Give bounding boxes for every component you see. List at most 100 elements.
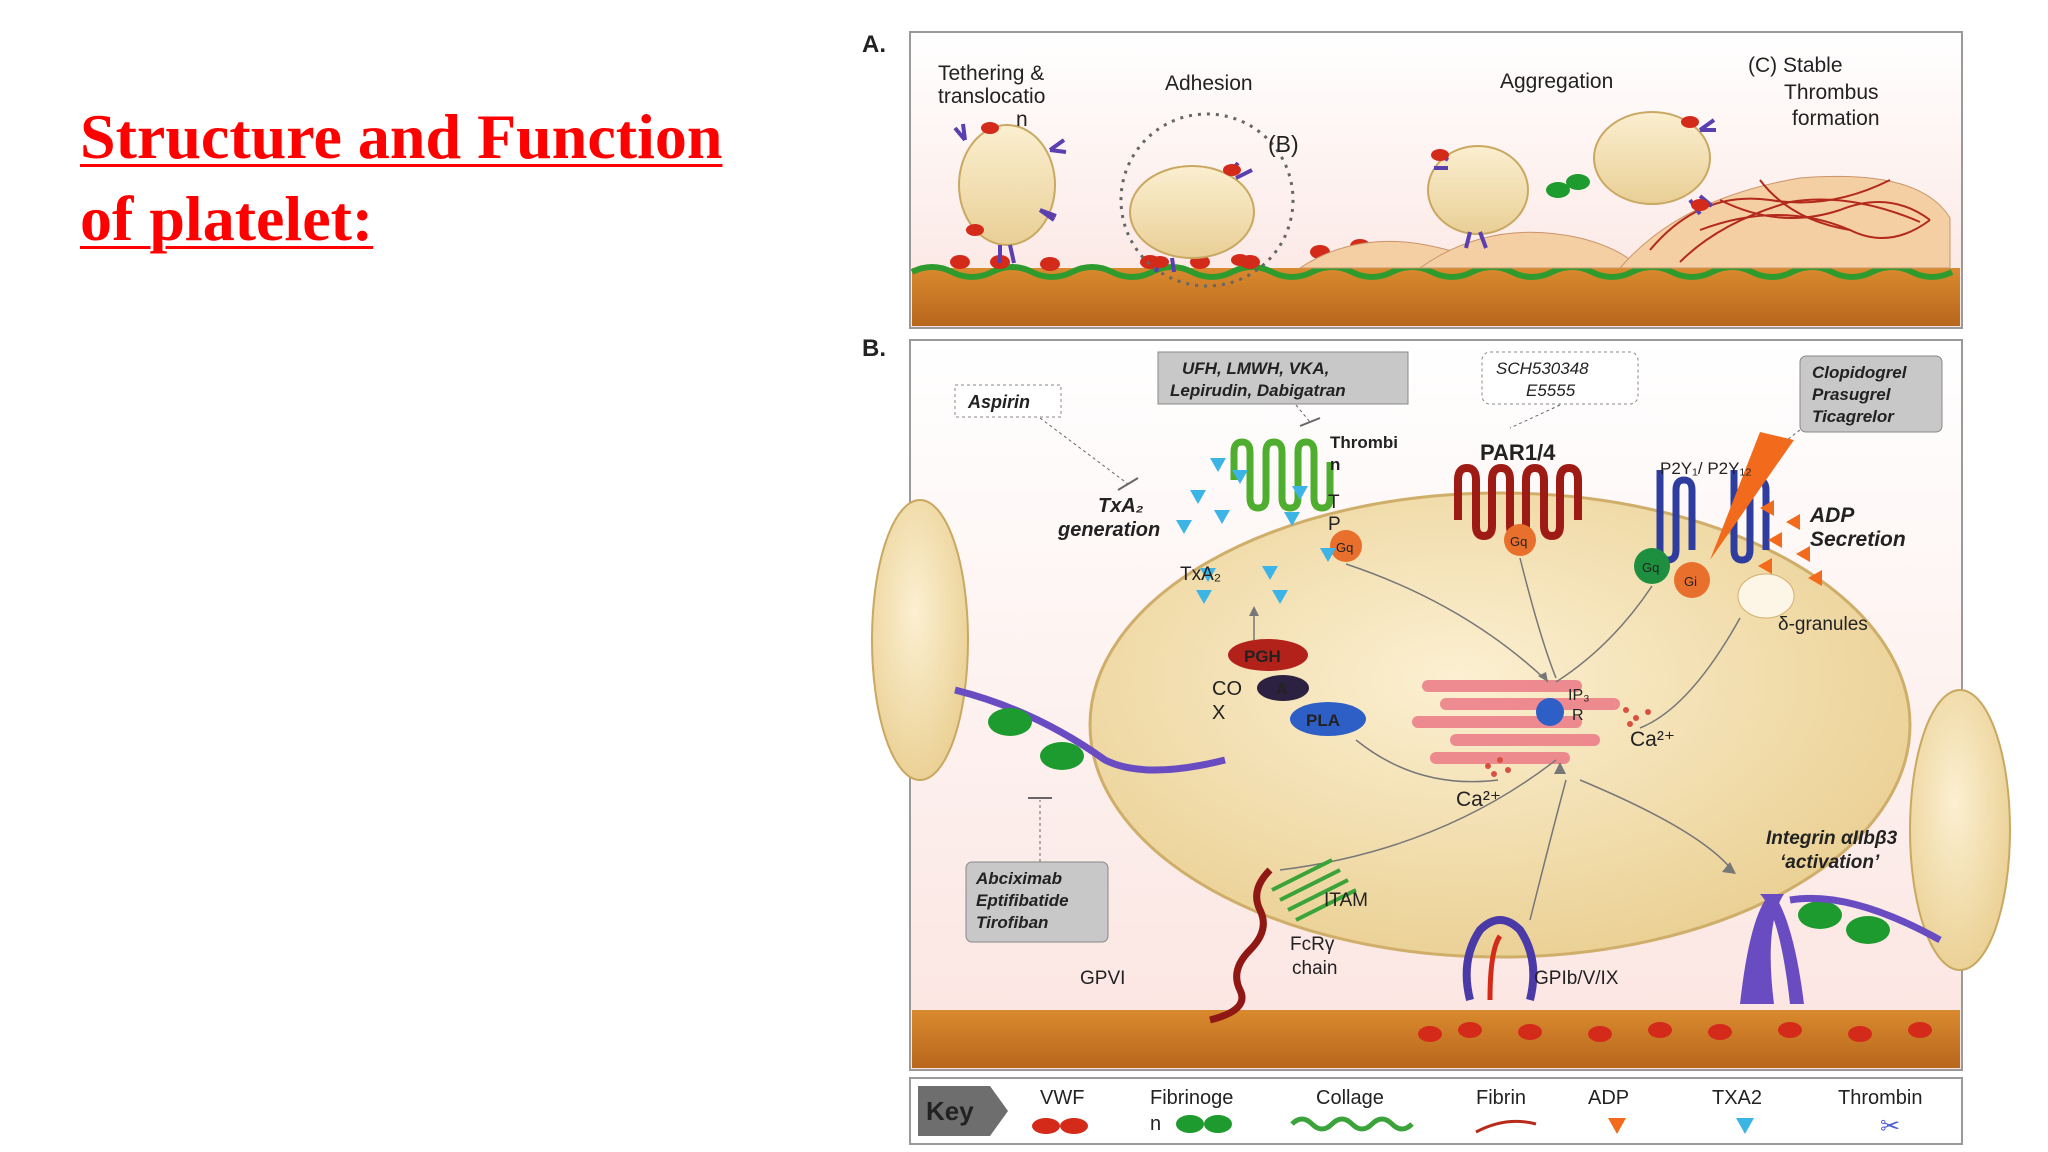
label-eptifibatide: Eptifibatide (976, 891, 1069, 910)
label-thrombin-1: Thrombi (1330, 433, 1398, 452)
drug-box-gpiib-iiia-inhibitors: Abciximab Eptifibatide Tirofiban (965, 861, 1109, 943)
arrow-heads (1249, 606, 1736, 874)
platelet-vwf-a (966, 116, 1709, 268)
key-label-fibrinogen-1: Fibrinoge (1150, 1087, 1233, 1109)
figure-key: Key VWF Fibrinoge n Collage Fibrin ADP (909, 1077, 1963, 1145)
platelet-adhesion (1129, 165, 1255, 259)
label-p2y: P2Y₁/ P2Y₁₂ (1660, 459, 1752, 478)
platelet-aggregating-1 (1427, 145, 1529, 235)
label-tirofiban: Tirofiban (976, 913, 1048, 932)
label-pla: PLA (1306, 711, 1340, 730)
key-label-fibrin: Fibrin (1476, 1087, 1526, 1109)
label-tp-1: T (1328, 492, 1340, 513)
label-gq-par: Gq (1510, 534, 1527, 549)
signal-arrows (1253, 557, 1741, 921)
fibrin-icon (1475, 1119, 1537, 1134)
label-ip3-1: IP₃ (1568, 687, 1590, 704)
thrombus-mound (1618, 175, 1951, 269)
label-gq-tp: Gq (1336, 540, 1353, 555)
drug-box-p2y12-inhibitors: Clopidogrel Prasugrel Ticagrelor (1799, 355, 1943, 433)
integrin-fibrinogen-right (1789, 894, 1942, 944)
vwf-deposits-b (1418, 1022, 1932, 1042)
label-gi: Gi (1684, 574, 1697, 589)
delta-granule (1737, 573, 1795, 619)
label-tethering-3: n (1016, 108, 1028, 131)
label-tethering-2: translocatio (938, 85, 1045, 108)
label-e5555: E5555 (1526, 381, 1576, 400)
label-stable-1: (C) Stable (1748, 54, 1843, 77)
adp-arrow-large (1710, 432, 1794, 560)
tp-receptor (1230, 438, 1334, 512)
collagen-icon (1290, 1116, 1414, 1132)
aspirin-inhibit-bar (1117, 477, 1139, 491)
label-par: PAR1/4 (1480, 440, 1556, 465)
label-thrombin-2: n (1330, 455, 1340, 474)
key-item-thrombin: Thrombin ✂ (1838, 1087, 1922, 1140)
pla-enzyme: PLA (1290, 702, 1366, 736)
label-aggregation: Aggregation (1500, 70, 1613, 93)
panel-a-labels: Tethering & translocatio n Adhesion (B) … (938, 54, 1880, 157)
fcr-gamma-chain (1271, 858, 1357, 922)
platelet-aggregating-2 (1593, 111, 1711, 205)
label-fcr-2: chain (1292, 958, 1337, 979)
adp-icon (1608, 1118, 1626, 1134)
label-integrin-1: Integrin αIIbβ3 (1766, 828, 1898, 849)
dense-tubular-system (1412, 680, 1620, 764)
key-label-thrombin: Thrombin (1838, 1087, 1922, 1109)
label-fcr-1: FcRγ (1290, 934, 1335, 955)
label-itam: ITAM (1324, 890, 1368, 911)
key-item-vwf: VWF (1032, 1087, 1088, 1134)
txa2-icon (1736, 1118, 1754, 1134)
gi-protein-p2y12: Gi (1674, 562, 1710, 598)
label-ca-left: Ca²⁺ (1456, 788, 1501, 811)
label-txa2-gen-1: TxA₂ (1098, 495, 1144, 517)
label-tethering-1: Tethering & (938, 62, 1044, 85)
integrin-complex-right (1740, 894, 1804, 1004)
calcium-dots (1485, 707, 1651, 777)
anticoag-inhibit-bar (1299, 417, 1321, 427)
neighbour-platelet-left (871, 499, 969, 781)
key-label-txa2: TXA2 (1712, 1087, 1762, 1109)
key-label-collagen: Collage (1316, 1087, 1384, 1109)
label-sch: SCH530348 (1496, 359, 1589, 378)
label-adp-2: Secretion (1810, 528, 1906, 551)
panel-a: A. (862, 31, 1963, 329)
gq-protein-par: Gq (1504, 524, 1536, 556)
label-adp-1: ADP (1809, 504, 1855, 527)
cox-a-enzyme: A (1257, 675, 1309, 701)
key-frame (909, 1077, 1963, 1145)
txa2-molecules (1176, 458, 1336, 604)
label-abciximab: Abciximab (975, 869, 1062, 888)
gq-protein-tp: Gq (1330, 530, 1362, 562)
key-label-vwf: VWF (1040, 1087, 1084, 1109)
label-adhesion: Adhesion (1165, 72, 1253, 95)
label-txa2-gen-2: generation (1057, 519, 1160, 541)
integrin-complex-left (954, 686, 1226, 774)
label-anticoag-2: Lepirudin, Dabigatran (1170, 381, 1346, 400)
neighbour-platelet-right (1909, 689, 2011, 971)
aspirin-inhibit-line (1039, 417, 1129, 485)
label-prasugrel: Prasugrel (1812, 385, 1892, 404)
slide-title-line2: of platelet: (80, 183, 374, 254)
gpib-complex (1462, 916, 1538, 1001)
fibrinogen-icon (1176, 1115, 1232, 1133)
spread-platelet-2 (1418, 231, 1642, 269)
label-tp-2: P (1328, 514, 1341, 535)
adhesion-circle (1119, 112, 1295, 288)
label-dgran: δ-granules (1778, 614, 1868, 635)
label-clopidogrel: Clopidogrel (1812, 363, 1908, 382)
key-item-txa2: TXA2 (1712, 1087, 1762, 1134)
label-b-marker: (B) (1268, 131, 1299, 157)
panel-a-letter: A. (862, 31, 886, 58)
label-anticoag-1: UFH, LMWH, VKA, (1182, 359, 1329, 378)
gq-protein-p2y1: Gq (1634, 548, 1670, 584)
label-stable-2: Thrombus (1784, 81, 1879, 104)
key-item-fibrinogen: Fibrinoge n (1150, 1087, 1233, 1135)
label-ticagrelor: Ticagrelor (1812, 407, 1895, 426)
ip3-receptor (1536, 698, 1564, 726)
drug-box-par-antagonists: SCH530348 E5555 (1481, 351, 1639, 405)
label-aspirin: Aspirin (967, 392, 1030, 412)
label-x: X (1212, 702, 1225, 724)
thrombin-icon: ✂ (1880, 1113, 1900, 1140)
